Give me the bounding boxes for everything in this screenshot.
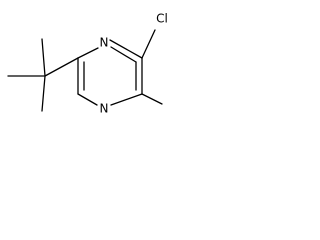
bond-c6-cl [141, 29, 156, 59]
bond-c4-methyl [141, 93, 163, 105]
bond-tbutyl-methyl-bottom [41, 75, 46, 112]
atom-label-n1: N [100, 36, 109, 50]
atom-label-chlorine: Cl [156, 12, 168, 26]
bond-n1-c2 [77, 47, 99, 59]
bond-c4-c5 [110, 93, 143, 106]
bond-c2-tbutyl [44, 57, 79, 77]
bond-c6-n1 [109, 39, 143, 59]
bond-tbutyl-methyl-top [41, 38, 46, 77]
pyrimidine-structure-diagram: N N Cl [7, 12, 168, 116]
atom-label-n3: N [100, 102, 109, 116]
bond-c6-n1-inner [110, 46, 137, 63]
bond-n3-c4 [77, 93, 98, 106]
